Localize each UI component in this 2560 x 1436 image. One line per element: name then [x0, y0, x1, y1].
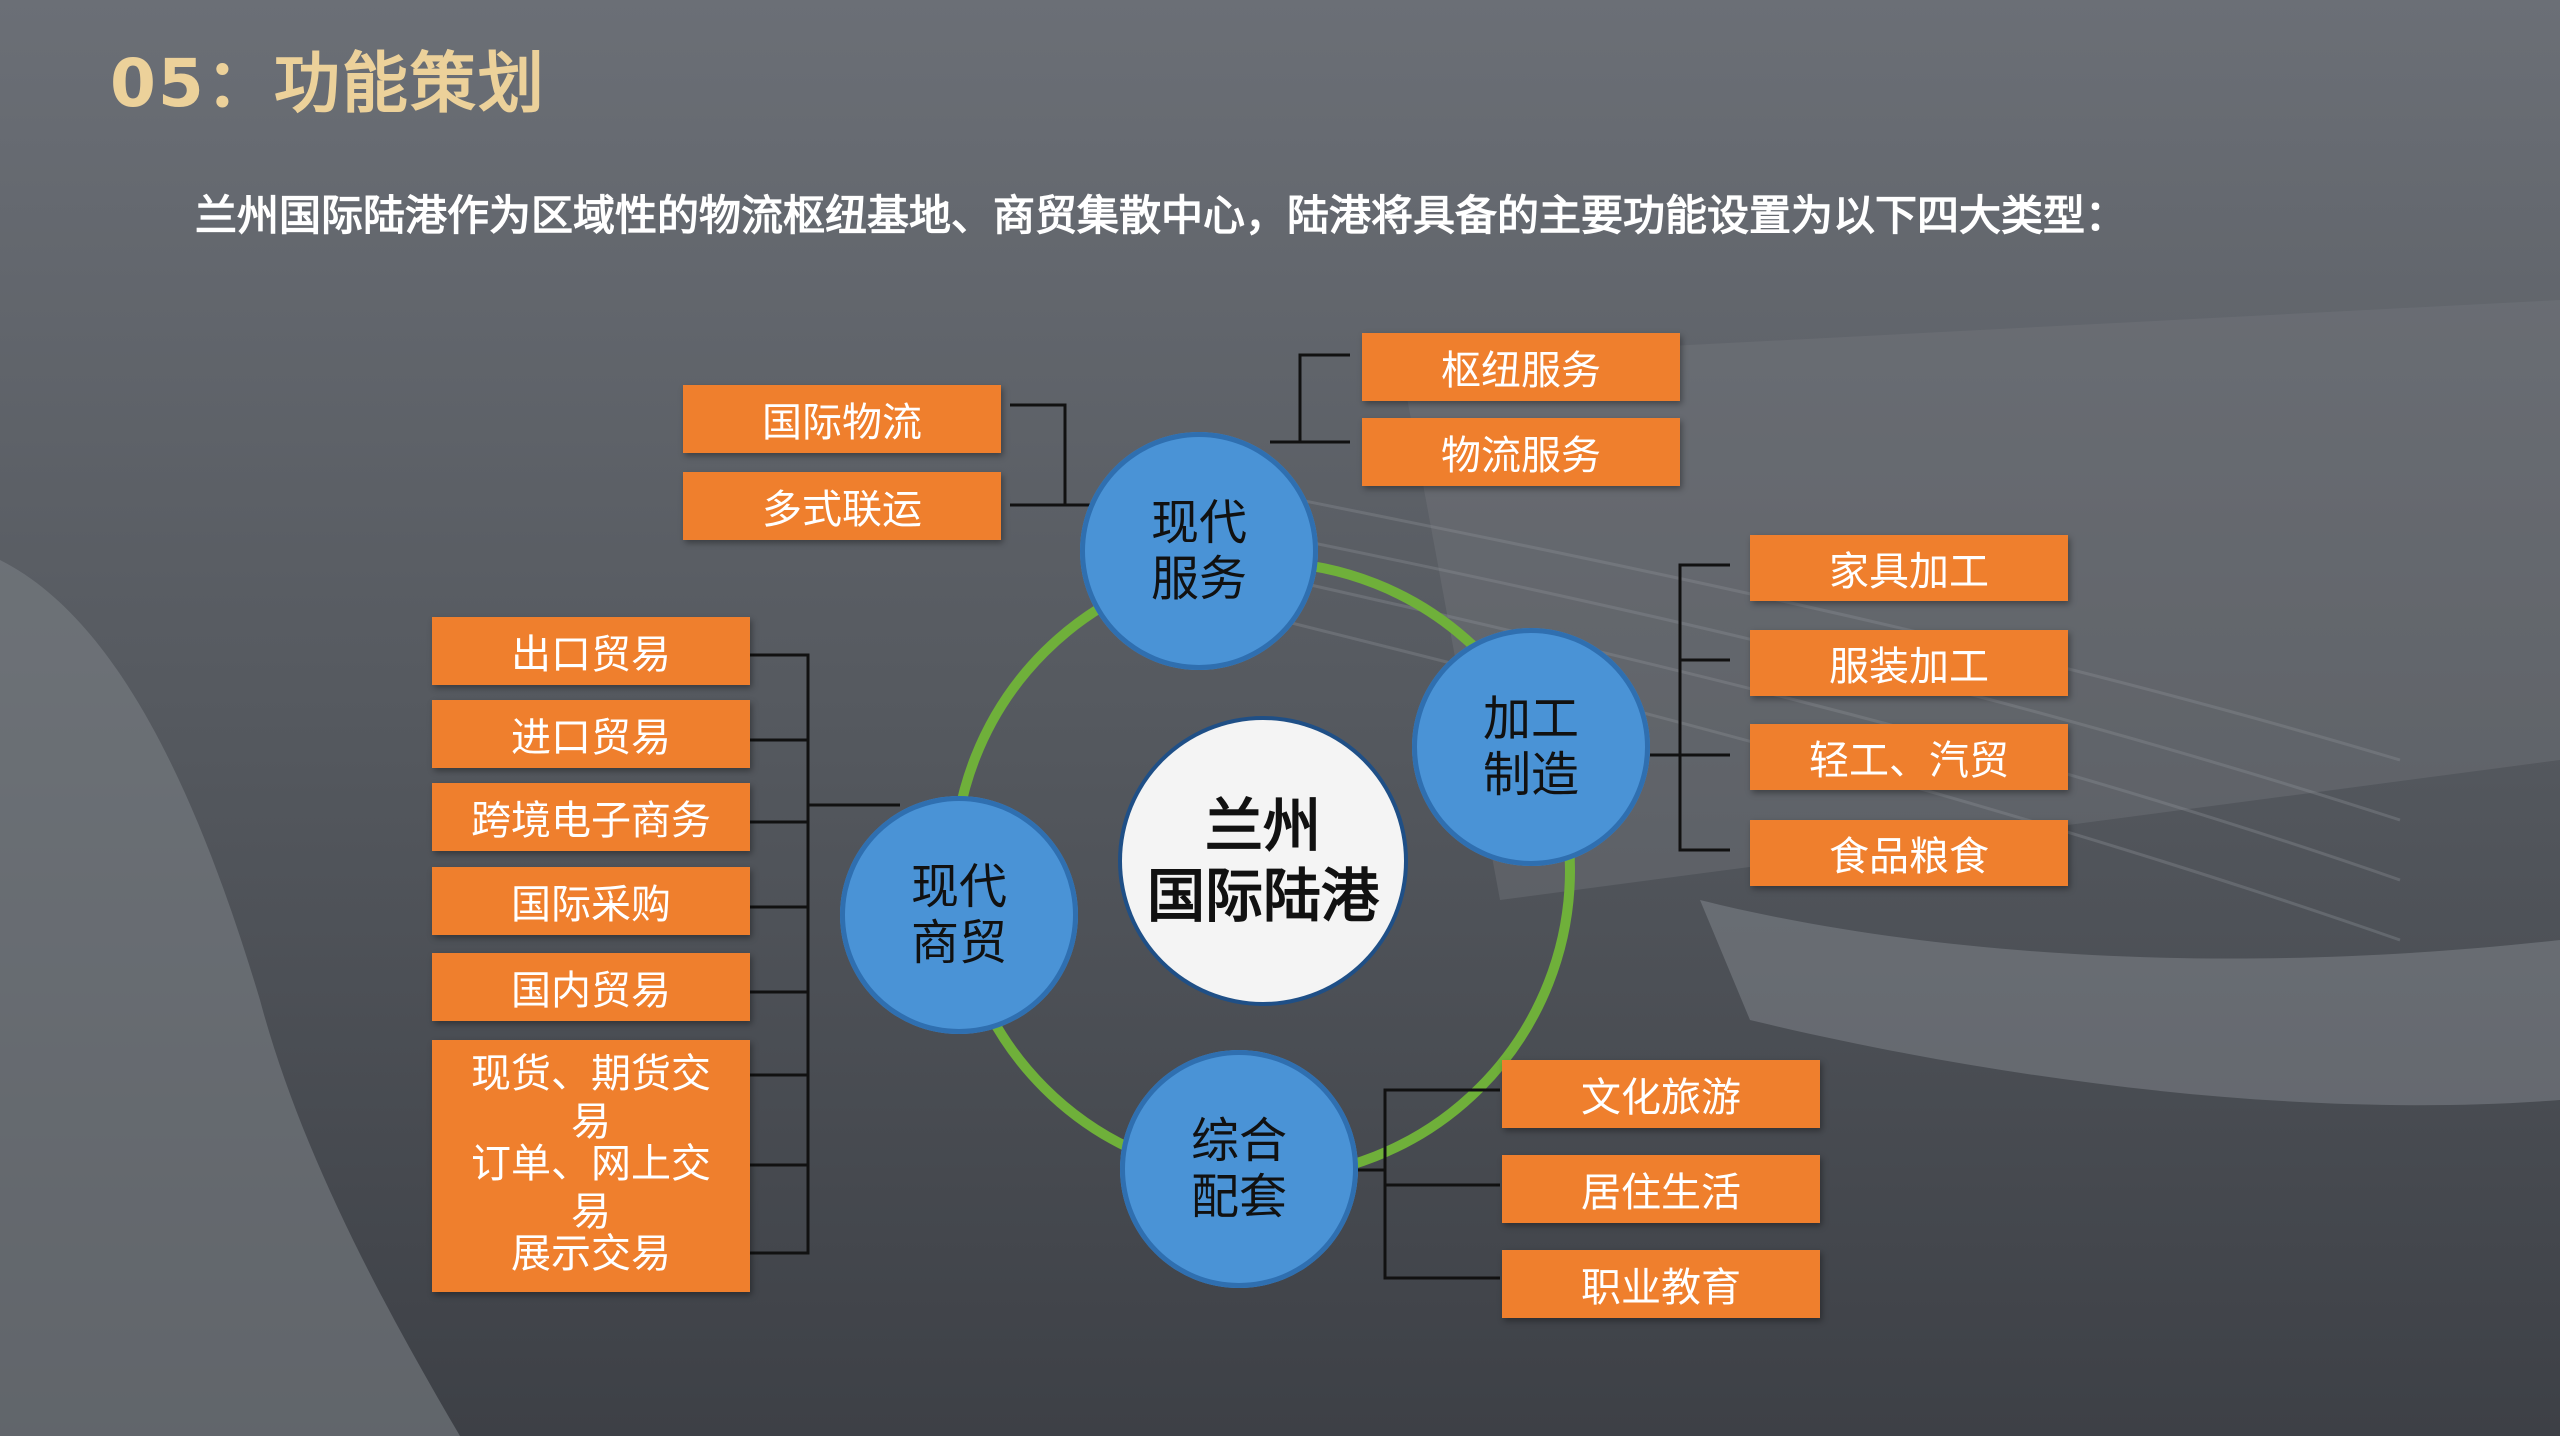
hub-label-line2: 服务 [1150, 551, 1247, 607]
hub-modern-trade: 现代 商贸 [840, 796, 1078, 1034]
box-culture-tourism: 文化旅游 [1502, 1060, 1820, 1128]
page-subtitle: 兰州国际陆港作为区域性的物流枢纽基地、商贸集散中心，陆港将具备的主要功能设置为以… [195, 191, 2128, 240]
box-logistics-service: 物流服务 [1362, 418, 1680, 486]
box-international-procurement: 国际采购 [432, 867, 750, 935]
hub-label-line2: 配套 [1190, 1169, 1287, 1225]
box-export-trade: 出口贸易 [432, 617, 750, 685]
box-multimodal-transport: 多式联运 [683, 472, 1001, 540]
hub-label-line1: 现代 [910, 859, 1007, 915]
hub-label-line1: 现代 [1150, 495, 1247, 551]
box-trade-stack: 现货、期货交易 订单、网上交易 展示交易 [432, 1040, 750, 1292]
hub-label-line1: 综合 [1190, 1113, 1287, 1169]
page-title: 05：功能策划 [110, 45, 546, 122]
box-order-online-trade: 订单、网上交易 [471, 1141, 711, 1230]
hub-label-line2: 商贸 [910, 915, 1007, 971]
box-exhibition-trade: 展示交易 [511, 1231, 671, 1277]
box-cross-border-ecommerce: 跨境电子商务 [432, 783, 750, 851]
box-hub-service: 枢纽服务 [1362, 333, 1680, 401]
box-garment-processing: 服装加工 [1750, 630, 2068, 696]
hub-modern-service: 现代 服务 [1080, 432, 1318, 670]
box-furniture-processing: 家具加工 [1750, 535, 2068, 601]
box-light-industry-auto: 轻工、汽贸 [1750, 724, 2068, 790]
box-living: 居住生活 [1502, 1155, 1820, 1223]
box-international-logistics: 国际物流 [683, 385, 1001, 453]
box-domestic-trade: 国内贸易 [432, 953, 750, 1021]
box-vocational-education: 职业教育 [1502, 1250, 1820, 1318]
hub-label-line2: 制造 [1482, 747, 1579, 803]
hub-comprehensive-support: 综合 配套 [1120, 1050, 1358, 1288]
center-hub-line1: 兰州 [1204, 792, 1321, 860]
box-food-grain: 食品粮食 [1750, 820, 2068, 886]
center-hub: 兰州 国际陆港 [1122, 720, 1404, 1002]
center-hub-line2: 国际陆港 [1146, 862, 1379, 930]
hub-label-line1: 加工 [1482, 691, 1579, 747]
hub-processing-manufacturing: 加工 制造 [1412, 628, 1650, 866]
box-import-trade: 进口贸易 [432, 700, 750, 768]
box-spot-futures-trade: 现货、期货交易 [471, 1051, 711, 1140]
